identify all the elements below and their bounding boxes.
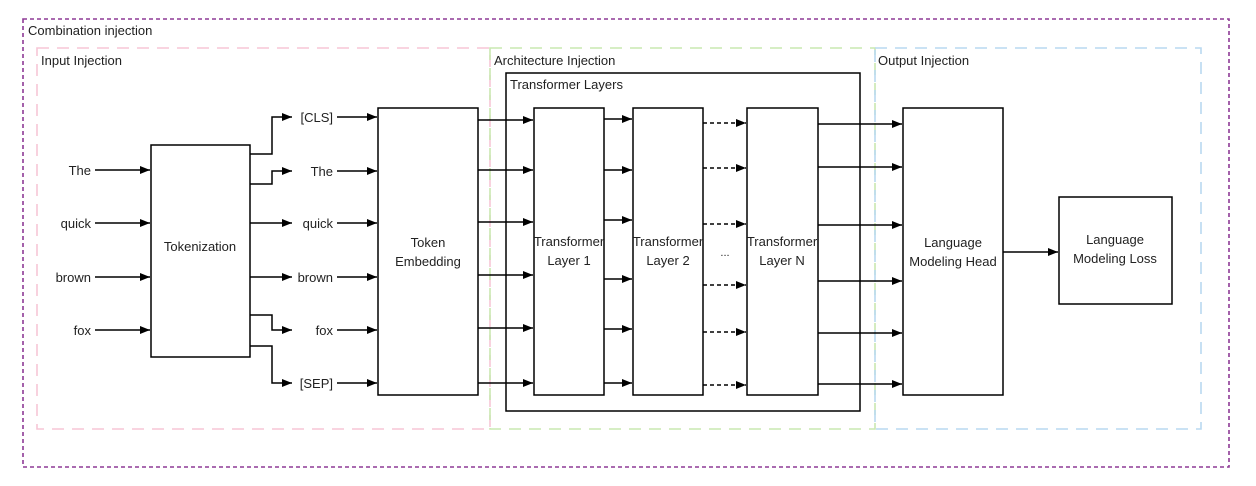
lm-loss-label-2: Modeling Loss [1073, 251, 1157, 266]
lm-head-label-1: Language [924, 235, 982, 250]
transformer-layer-2-block [632, 107, 704, 396]
transformer-layer-1-block [533, 107, 605, 396]
transformer-layers-label: Transformer Layers [510, 77, 623, 92]
token-embedding-label-1: Token [411, 235, 446, 250]
transformer-layer-1-label-1: Transformer [534, 234, 605, 249]
input-word: brown [56, 270, 91, 285]
token-embedding-block [377, 107, 479, 396]
combination-injection-box [22, 18, 1230, 468]
tokenization-output-arrow [250, 345, 292, 387]
token-label: [SEP] [300, 376, 333, 391]
tokenization-label: Tokenization [164, 239, 236, 254]
transformer-layer-n-label-2: Layer N [759, 253, 805, 268]
tokenization-block [150, 144, 251, 358]
token-label: The [311, 164, 333, 179]
input-word: The [69, 163, 91, 178]
transformer-layer-n-block [746, 107, 819, 396]
transformer-layer-n-label-1: Transformer [747, 234, 818, 249]
lm-loss-block [1058, 196, 1173, 305]
architecture-injection-label: Architecture Injection [494, 53, 615, 68]
transformer-layers-box [505, 72, 861, 412]
tokenization-output-arrow [250, 113, 292, 155]
token-label: brown [298, 270, 333, 285]
token-label: [CLS] [300, 110, 333, 125]
transformer-layer-1-label-2: Layer 1 [547, 253, 590, 268]
architecture-injection-box [489, 47, 876, 430]
transformer-layer-2-label-2: Layer 2 [646, 253, 689, 268]
combination-injection-label: Combination injection [28, 23, 152, 38]
token-label: quick [303, 216, 334, 231]
lm-head-block [902, 107, 1004, 396]
input-word: fox [74, 323, 92, 338]
layers-ellipsis: ... [720, 247, 729, 259]
tokenization-output-arrow [250, 314, 292, 334]
output-injection-box [874, 47, 1202, 430]
tokenization-output-arrow [250, 167, 292, 185]
lm-head-label-2: Modeling Head [909, 254, 996, 269]
output-injection-label: Output Injection [878, 53, 969, 68]
lm-loss-label-1: Language [1086, 232, 1144, 247]
input-word: quick [61, 216, 92, 231]
token-label: fox [316, 323, 334, 338]
transformer-layer-2-label-1: Transformer [633, 234, 704, 249]
input-injection-label: Input Injection [41, 53, 122, 68]
token-embedding-label-2: Embedding [395, 254, 461, 269]
